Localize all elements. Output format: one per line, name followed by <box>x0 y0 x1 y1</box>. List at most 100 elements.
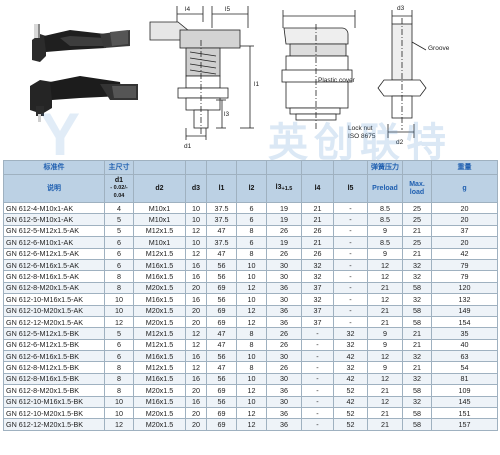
header-l4: l4 <box>301 174 334 203</box>
cell-max-load: 58 <box>402 407 432 420</box>
cell-d1: 12 <box>104 315 134 329</box>
cell-d1: 10 <box>104 407 134 420</box>
cell-d1: 8 <box>104 281 134 295</box>
cell-d1: 10 <box>104 293 134 306</box>
cell-d2: M20x1.5 <box>133 315 186 329</box>
cell-preload: 21 <box>367 384 403 397</box>
cell-d3: 20 <box>185 407 207 420</box>
cell-l2: 8 <box>236 338 267 352</box>
cell-l3: 36 <box>266 281 302 295</box>
cell-d2: M12x1.5 <box>133 247 186 260</box>
header-d3: d3 <box>185 174 207 203</box>
cell-weight: 120 <box>431 281 498 295</box>
cell-description: GN 612-10-M16x1.5-BK <box>3 395 105 409</box>
cell-l2: 8 <box>236 247 267 260</box>
cell-weight: 63 <box>431 350 498 363</box>
cell-l3: 36 <box>266 418 302 431</box>
header-description: 说明 <box>3 174 105 203</box>
cell-l2: 6 <box>236 213 267 226</box>
header-d2: d2 <box>133 174 186 203</box>
cell-preload: 8.5 <box>367 201 403 215</box>
cell-l5: - <box>333 315 368 329</box>
cell-weight: 151 <box>431 407 498 420</box>
cell-l2: 10 <box>236 270 267 283</box>
cell-description: GN 612-8-M12x1.5-BK <box>3 361 105 374</box>
cell-d3: 12 <box>185 338 207 352</box>
cell-l5: - <box>333 270 368 283</box>
cell-l5: - <box>333 213 368 226</box>
dim-l4: l4 <box>185 6 190 13</box>
cell-d2: M20x1.5 <box>133 281 186 295</box>
cell-l3: 26 <box>266 327 302 340</box>
cell-description: GN 612-6-M10x1-AK <box>3 236 105 249</box>
cell-l4: - <box>301 327 334 340</box>
technical-drawing-area: l4 l5 l1 l3 d1 d3 d2 Groove Plastic cove… <box>0 0 500 170</box>
cell-l2: 12 <box>236 407 267 420</box>
cell-d2: M16x1.5 <box>133 372 186 386</box>
cell-max-load: 21 <box>402 338 432 352</box>
cell-d3: 20 <box>185 315 207 329</box>
cell-l2: 10 <box>236 350 267 363</box>
cell-l2: 12 <box>236 304 267 317</box>
cell-description: GN 612-5-M10x1-AK <box>3 213 105 226</box>
cell-weight: 42 <box>431 247 498 260</box>
cell-max-load: 21 <box>402 224 432 238</box>
dim-l1: l1 <box>254 81 259 88</box>
cell-d1: 10 <box>104 304 134 317</box>
cell-l5: - <box>333 247 368 260</box>
cell-d1: 6 <box>104 350 134 363</box>
cell-preload: 21 <box>367 281 403 295</box>
cell-max-load: 32 <box>402 350 432 363</box>
cell-d1: 5 <box>104 327 134 340</box>
cell-l4: - <box>301 407 334 420</box>
cell-l2: 10 <box>236 258 267 272</box>
cell-d2: M16x1.5 <box>133 258 186 272</box>
cell-d1: 12 <box>104 418 134 431</box>
cell-preload: 9 <box>367 247 403 260</box>
cell-preload: 8.5 <box>367 213 403 226</box>
cell-max-load: 32 <box>402 293 432 306</box>
cell-l1: 56 <box>206 350 237 363</box>
cell-l5: 32 <box>333 327 368 340</box>
cell-l4: 32 <box>301 293 334 306</box>
cell-l4: - <box>301 338 334 352</box>
cell-weight: 79 <box>431 270 498 283</box>
cell-weight: 149 <box>431 304 498 317</box>
cell-d3: 10 <box>185 201 207 215</box>
cell-description: GN 612-8-M20x1.5-AK <box>3 281 105 295</box>
cell-preload: 12 <box>367 258 403 272</box>
cell-d2: M10x1 <box>133 201 186 215</box>
cell-d3: 20 <box>185 304 207 317</box>
cell-l5: - <box>333 293 368 306</box>
cell-l5: - <box>333 281 368 295</box>
cell-l4: 26 <box>301 224 334 238</box>
cell-weight: 35 <box>431 327 498 340</box>
cell-d1: 8 <box>104 384 134 397</box>
cell-l2: 10 <box>236 395 267 409</box>
cell-preload: 12 <box>367 270 403 283</box>
cell-d1: 5 <box>104 224 134 238</box>
cell-l4: - <box>301 395 334 409</box>
cell-l2: 8 <box>236 224 267 238</box>
cell-l2: 12 <box>236 418 267 431</box>
cell-weight: 40 <box>431 338 498 352</box>
header-row-columns: 说明 d1- 0.02/- 0.04 d2 d3 l1 l2 l3+1.5 l4… <box>3 174 498 203</box>
header-empty <box>185 160 207 175</box>
spec-table: 标准件 主尺寸 弹簧压力 重量 说明 d1- 0.02/- 0.04 d2 d3… <box>3 160 498 431</box>
cell-l3: 30 <box>266 270 302 283</box>
cell-preload: 21 <box>367 304 403 317</box>
cell-d1: 8 <box>104 372 134 386</box>
cell-weight: 109 <box>431 384 498 397</box>
cell-preload: 9 <box>367 361 403 374</box>
cell-l3: 30 <box>266 395 302 409</box>
header-g: g <box>431 174 498 203</box>
dim-d1: d1 <box>184 143 192 150</box>
cell-l1: 47 <box>206 224 237 238</box>
cell-l4: - <box>301 418 334 431</box>
